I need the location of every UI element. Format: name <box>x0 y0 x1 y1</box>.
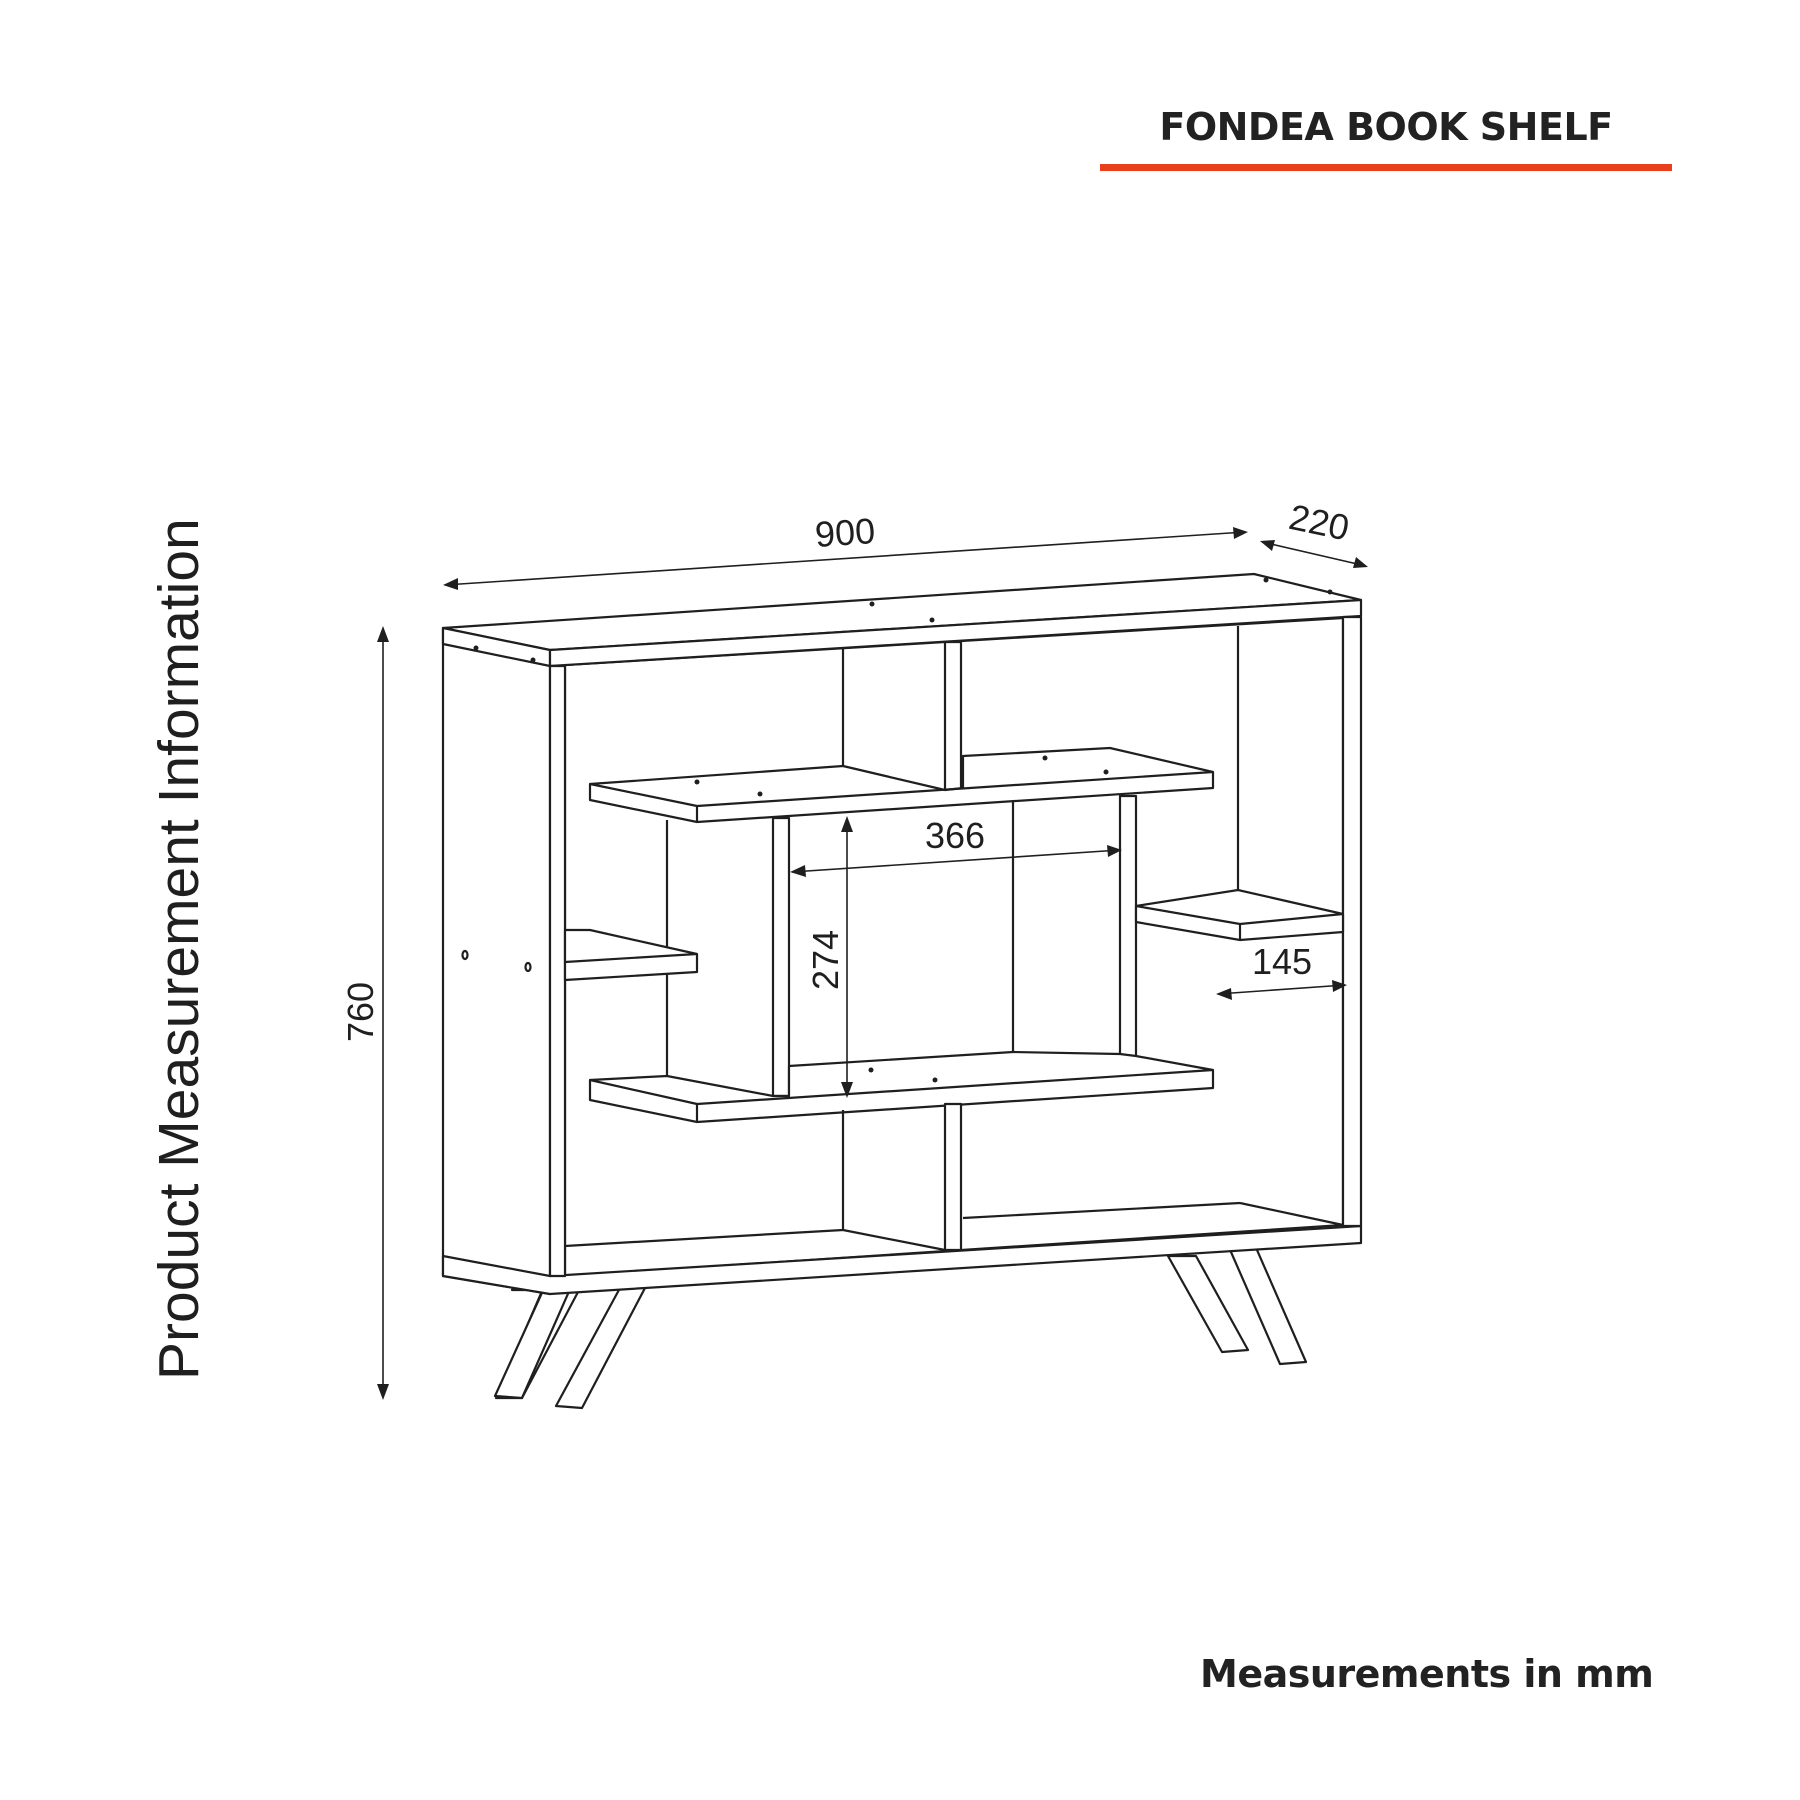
left-side-panel <box>441 626 552 1296</box>
cabinet <box>441 572 1363 1296</box>
dimension-inner-height: 274 <box>805 816 853 1098</box>
right-small-shelf <box>1134 888 1345 942</box>
side-shelf-label: 145 <box>1252 941 1312 982</box>
left-small-shelf <box>563 928 699 982</box>
product-title: FONDEA BOOK SHELF <box>1159 105 1613 149</box>
leg-right-front <box>1166 1254 1250 1354</box>
inner-height-label: 274 <box>805 930 846 990</box>
measurement-note: Measurements in mm <box>1200 1652 1654 1696</box>
depth-label: 220 <box>1286 496 1353 549</box>
dimension-width: 900 <box>443 510 1248 590</box>
dimension-side-shelf: 145 <box>1216 941 1347 1000</box>
height-label: 760 <box>340 982 381 1042</box>
dimension-height: 760 <box>340 626 389 1400</box>
dimension-depth: 220 <box>1260 496 1368 568</box>
inner-width-label: 366 <box>925 815 985 856</box>
width-label: 900 <box>814 510 877 555</box>
title-underline <box>1100 164 1672 171</box>
